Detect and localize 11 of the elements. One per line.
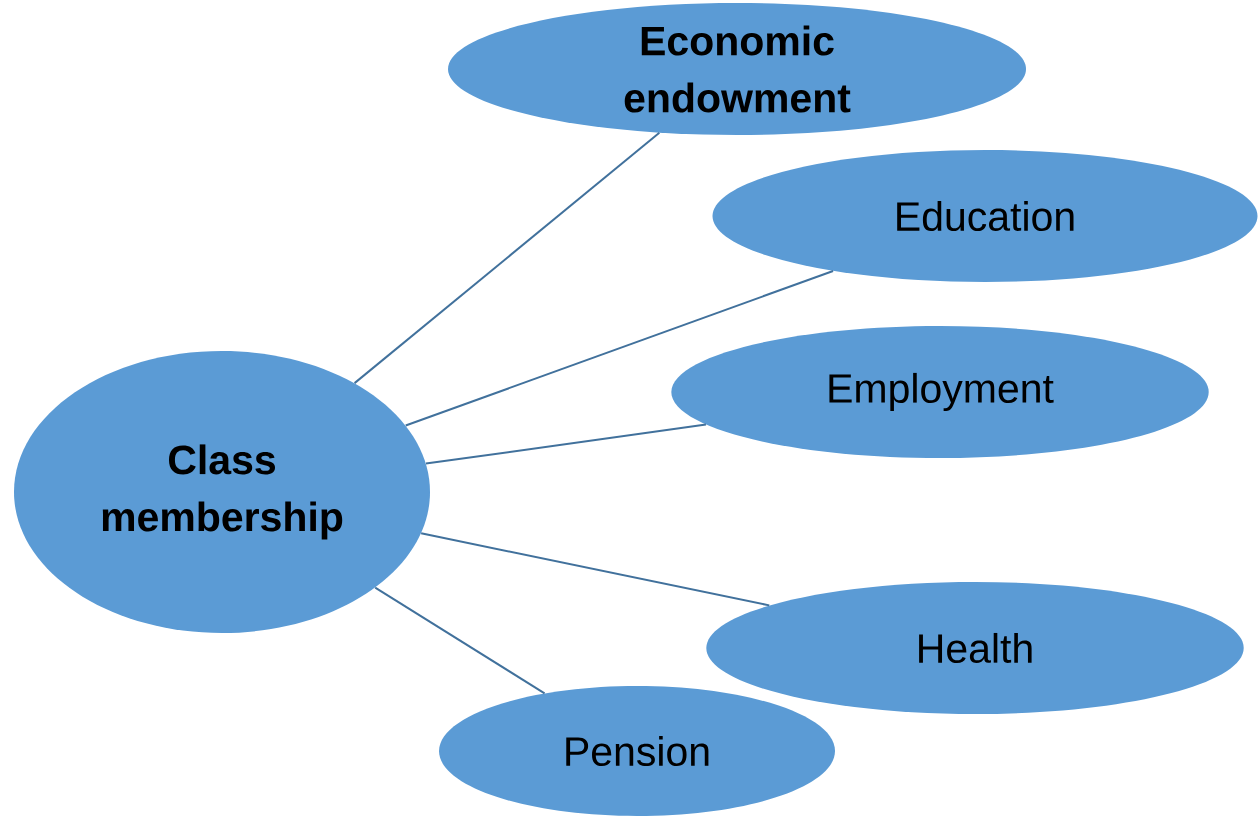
ellipse-node: Class membership bbox=[14, 351, 430, 633]
ellipse-node: Economic endowment bbox=[448, 3, 1026, 135]
ellipse-node: Employment bbox=[671, 326, 1209, 458]
connector-line bbox=[404, 269, 835, 427]
connector-line bbox=[420, 532, 771, 607]
connector-line bbox=[374, 586, 546, 695]
ellipse-node: Health bbox=[706, 582, 1244, 714]
connector-line bbox=[424, 423, 707, 465]
ellipse-node: Education bbox=[712, 150, 1258, 282]
ellipse-node: Pension bbox=[439, 686, 835, 816]
connector-line bbox=[353, 131, 661, 385]
